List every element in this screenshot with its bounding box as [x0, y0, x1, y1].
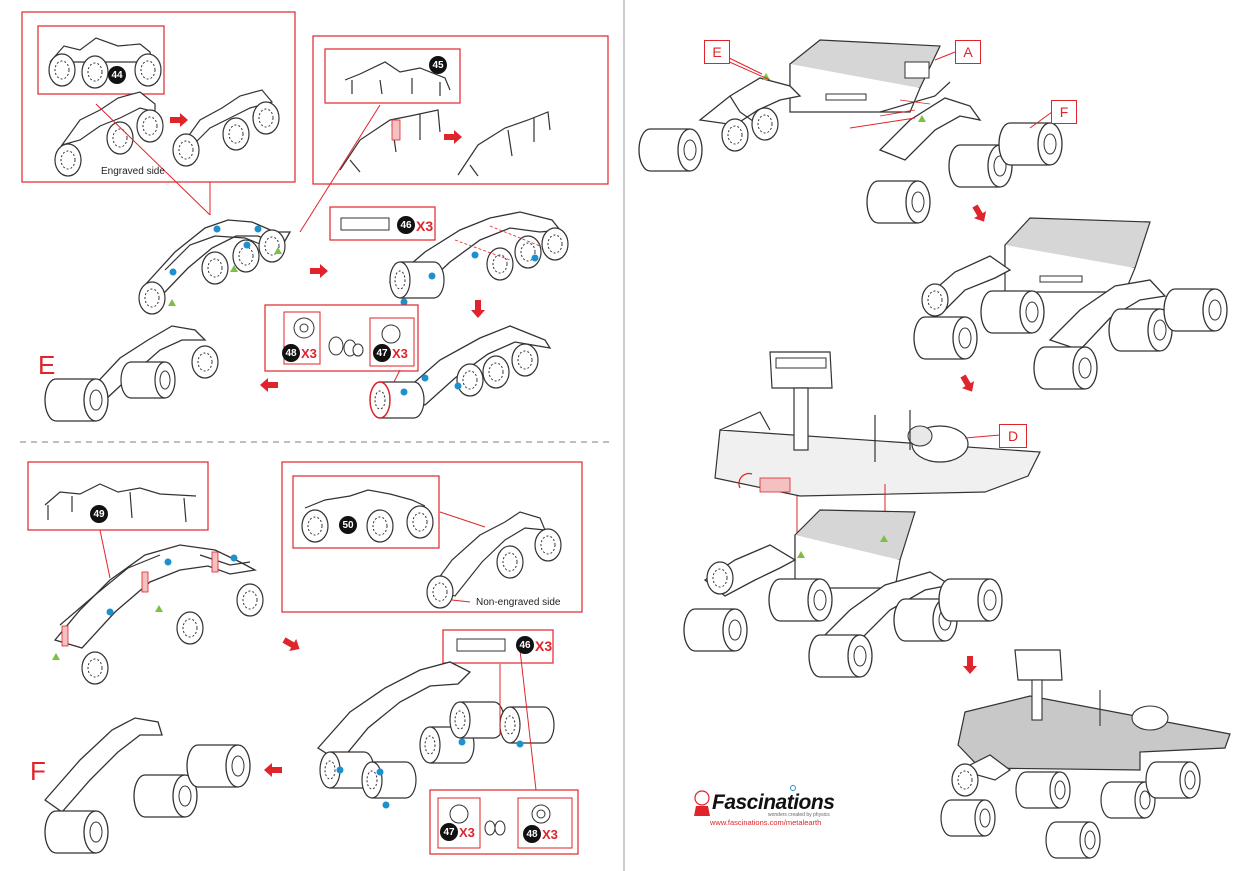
brand-tagline: wonders created by physics: [768, 812, 830, 818]
part-44-badge: 44: [108, 66, 126, 84]
part-48-badge-top: 48: [282, 344, 300, 362]
callout-d: D: [999, 424, 1027, 448]
part-50-badge: 50: [339, 516, 357, 534]
callout-e: E: [704, 40, 730, 64]
part-47-qty-top: X3: [392, 346, 408, 361]
non-engraved-side-note: Non-engraved side: [476, 597, 561, 608]
part-46-badge-top: 46: [397, 216, 415, 234]
step-letter-e: E: [38, 350, 56, 380]
part-47-qty-bottom: X3: [459, 825, 475, 840]
part-47-badge-top: 47: [373, 344, 391, 362]
part-48-badge-bottom: 48: [523, 825, 541, 843]
brand-url: www.fascinations.com/metalearth: [710, 818, 822, 827]
step-letter-f: F: [30, 756, 46, 786]
callout-f: F: [1051, 100, 1077, 124]
brand-logo-text: Fascinations: [712, 791, 835, 814]
callout-a: A: [955, 40, 981, 64]
part-46-qty-top: X3: [416, 218, 434, 234]
part-45-badge: 45: [429, 56, 447, 74]
part-49-badge: 49: [90, 505, 108, 523]
part-48-qty-top: X3: [301, 346, 317, 361]
part-46-badge-bottom: 46: [516, 636, 534, 654]
part-46-qty-bottom: X3: [535, 638, 553, 654]
part-47-badge-bottom: 47: [440, 823, 458, 841]
engraved-side-note: Engraved side: [101, 166, 165, 177]
part-48-qty-bottom: X3: [542, 827, 558, 842]
